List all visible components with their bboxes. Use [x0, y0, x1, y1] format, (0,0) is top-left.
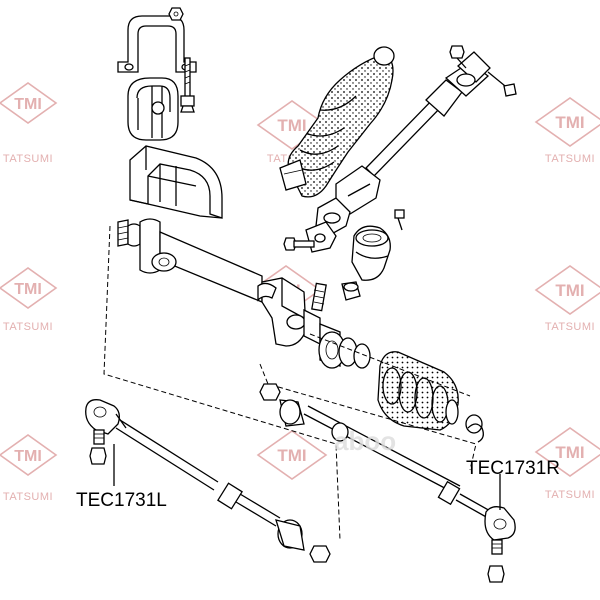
mounting-bracket	[117, 15, 197, 73]
rack-boot-right	[377, 351, 483, 434]
watermark-left-middle: TMI TATSUMI	[0, 267, 58, 333]
bracket-bolt	[180, 57, 195, 113]
watermark-brand: TMI	[555, 113, 584, 132]
inner-tie-rod-left	[115, 419, 331, 563]
watermark-company: TATSUMI	[545, 489, 595, 501]
watermark-company: TATSUMI	[545, 321, 595, 333]
watermark-brand: TMI	[14, 281, 42, 298]
pinion-shaft	[311, 281, 361, 312]
assembly-guide-lines	[103, 225, 477, 541]
watermark-brand: TMI	[277, 446, 306, 465]
intermediate-shaft	[365, 45, 517, 177]
watermark-brand: TMI	[277, 116, 306, 135]
watermark-left-bottom: TMI TATSUMI	[0, 434, 58, 503]
watermark-right-bottom: TMI TATSUMI	[534, 427, 600, 501]
inner-tie-rod-right	[259, 383, 493, 519]
label-left-group: TEC1731L	[76, 444, 167, 511]
rubber-bushing	[127, 77, 179, 141]
part-label-right: TEC1731R	[466, 458, 560, 479]
steering-column-boot	[279, 46, 395, 198]
watermark-company: TATSUMI	[3, 153, 53, 165]
watermark-brand: TMI	[555, 281, 584, 300]
watermark-center-bottom: TMI	[256, 430, 328, 480]
part-label-left: TEC1731L	[76, 490, 167, 511]
snap-ring	[467, 423, 484, 443]
outer-tie-rod-end-left	[85, 399, 127, 465]
watermark-brand: TMI	[14, 448, 42, 465]
watermark-right-middle: TMI TATSUMI	[534, 265, 600, 333]
clamp-shell	[129, 145, 223, 219]
watermark-company: TATSUMI	[3, 321, 53, 333]
watermark-company: TATSUMI	[545, 153, 595, 165]
pinion-boot	[351, 209, 405, 281]
watermark-brand: TMI	[555, 443, 584, 462]
label-right-group: TEC1731R	[466, 458, 560, 510]
overlay-logo-text: aboo	[334, 426, 396, 456]
watermark-company: TATSUMI	[3, 491, 53, 503]
clamp-bolt	[283, 237, 315, 251]
outer-tie-rod-end-right	[484, 506, 516, 583]
watermark-left-top: TMI TATSUMI	[0, 82, 58, 165]
overlay-logo: aboo	[334, 426, 396, 456]
watermark-brand: TMI	[14, 96, 42, 113]
rack-housing	[117, 218, 371, 369]
watermark-right-top: TMI TATSUMI	[534, 97, 600, 165]
bracket-nut	[168, 7, 184, 21]
